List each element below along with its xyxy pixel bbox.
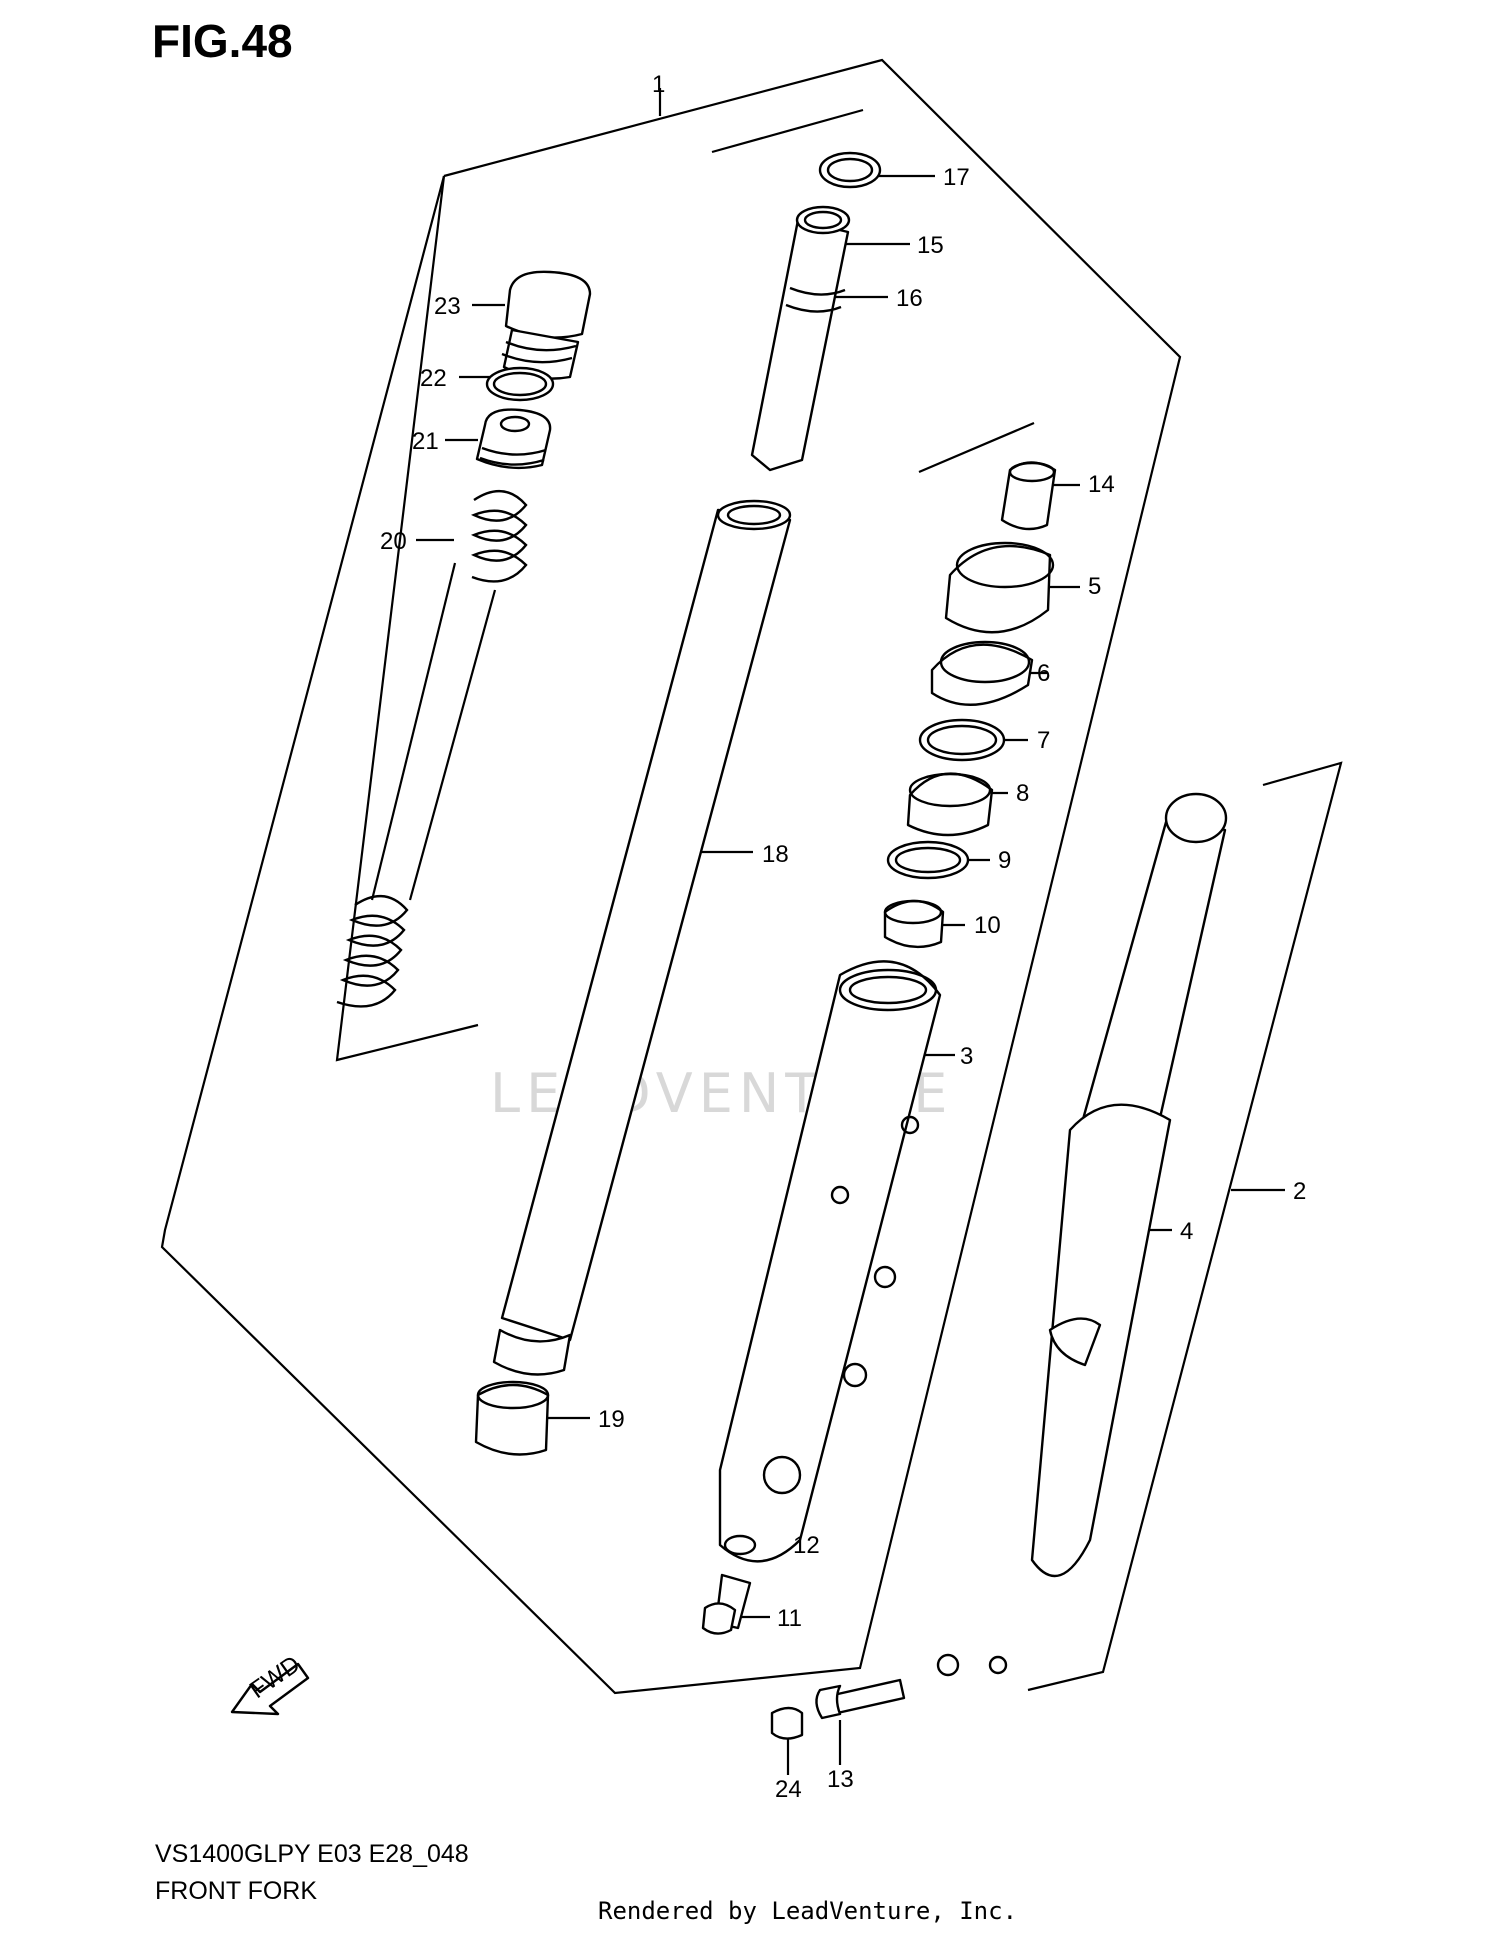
part-11-bolt [701, 1573, 752, 1635]
fork-2-outline [1027, 761, 1343, 1692]
callout-4: 4 [1180, 1218, 1193, 1245]
callout-18: 18 [762, 841, 789, 868]
callout-5: 5 [1088, 573, 1101, 600]
callout-7: 7 [1037, 727, 1050, 754]
callout-1: 1 [652, 71, 665, 98]
part-6-oil-seal [930, 640, 1034, 706]
part-15-damper-rod [750, 205, 851, 472]
part-13-axle-bolt [815, 1678, 906, 1720]
assembly-name: FRONT FORK [155, 1877, 318, 1905]
part-10-bushing [883, 899, 945, 949]
rendered-by-credit: Rendered by LeadVenture, Inc. [598, 1897, 1018, 1925]
callout-10: 10 [974, 912, 1001, 939]
callout-22: 22 [420, 365, 447, 392]
part-14-cap [1000, 461, 1057, 531]
callout-15: 15 [917, 232, 944, 259]
part-24-cap [770, 1706, 804, 1740]
part-18-inner-tube [492, 499, 792, 1376]
callout-8: 8 [1016, 780, 1029, 807]
figure-title: FIG.48 [152, 15, 293, 67]
fwd-arrow-icon: FWD [230, 1651, 310, 1716]
callout-9: 9 [998, 847, 1011, 874]
part-3-outer-tube [718, 960, 942, 1563]
callout-3: 3 [960, 1043, 973, 1070]
spring-group-outline [335, 175, 479, 1062]
callout-12: 12 [793, 1532, 820, 1559]
part-21-spacer-nut [475, 408, 552, 470]
inner-tube-group-outline [711, 108, 864, 154]
callout-19: 19 [598, 1406, 625, 1433]
part-4-outer-tube-assembly [936, 792, 1228, 1677]
callout-labels: 1 2 3 4 5 6 7 8 9 10 11 12 13 14 15 16 1… [380, 71, 1306, 1803]
callout-14: 14 [1088, 471, 1115, 498]
callout-16: 16 [896, 285, 923, 312]
callout-24: 24 [775, 1776, 802, 1803]
part-23-cap-bolt [501, 270, 592, 380]
part-20-spring [336, 490, 528, 1008]
part-17-washer [818, 151, 882, 189]
part-8-washer [906, 772, 994, 837]
callout-20: 20 [380, 528, 407, 555]
callout-13: 13 [827, 1766, 854, 1793]
assembly-outline-1 [160, 58, 1182, 1695]
model-code: VS1400GLPY E03 E28_048 [155, 1840, 469, 1868]
callout-2: 2 [1293, 1178, 1306, 1205]
part-5-dust-seal [944, 541, 1055, 634]
part-19-bushing [474, 1380, 550, 1456]
outer-group-outline [918, 421, 1035, 474]
callout-23: 23 [434, 293, 461, 320]
callout-11: 11 [777, 1605, 802, 1632]
callout-6: 6 [1037, 660, 1050, 687]
callout-17: 17 [943, 164, 970, 191]
callout-21: 21 [412, 428, 439, 455]
part-12-washer [723, 1534, 757, 1556]
